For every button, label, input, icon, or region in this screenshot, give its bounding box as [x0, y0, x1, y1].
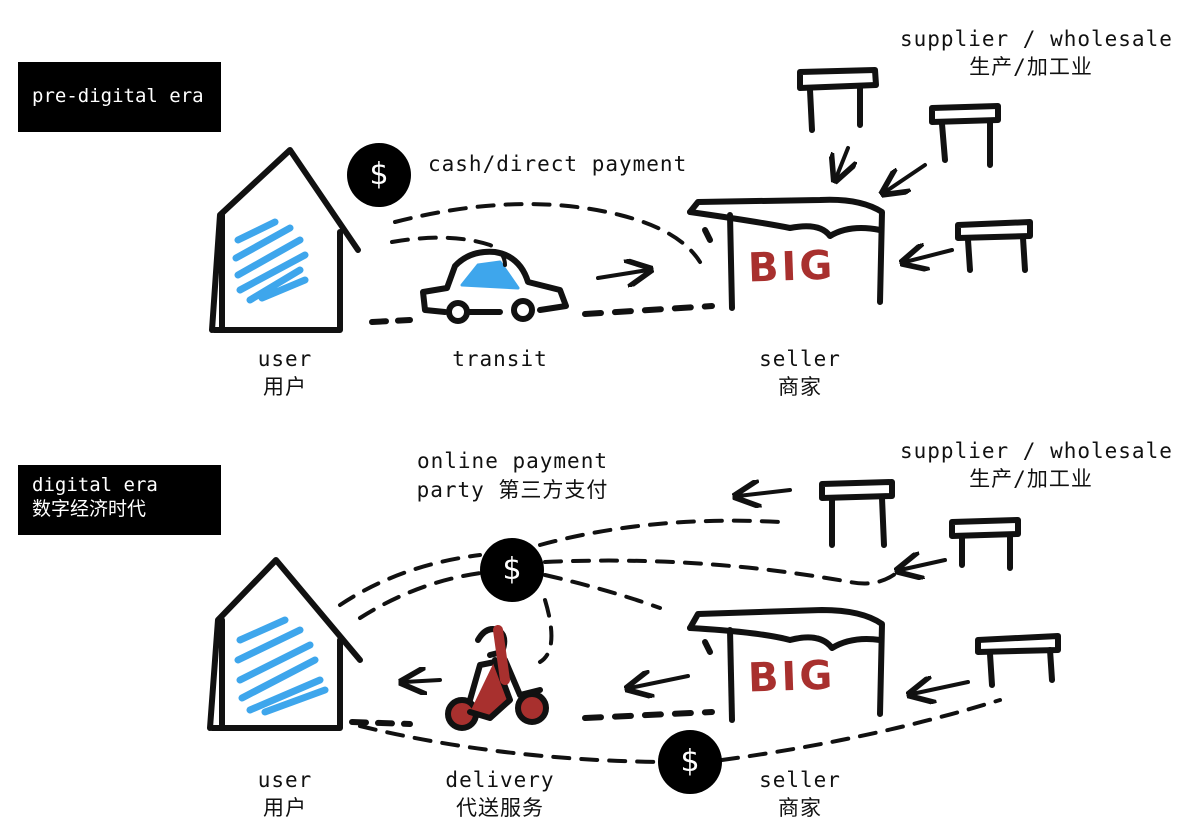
- arrow-icon-supplier-bottom-3: [912, 682, 970, 694]
- table-icon-top-1: [797, 67, 879, 133]
- delivery-route-dashes-right: [582, 709, 715, 721]
- arrow-icon-seller-delivery: [630, 676, 690, 688]
- arrow-icon-supplier-bottom-1: [738, 490, 792, 496]
- pre-digital-era-text: pre-digital era: [32, 85, 204, 107]
- digital-era-text-en: digital era: [32, 474, 158, 496]
- dollar-coin-icon-seller: $: [658, 730, 722, 794]
- payment-arc-user-2: [358, 570, 490, 620]
- table-icon-top-3: [955, 219, 1033, 273]
- arrow-icon-top-seller: [596, 270, 648, 278]
- transit-route-dashes-right: [582, 303, 715, 317]
- transit-label: transit: [452, 347, 548, 371]
- store-sign-top: BIG: [747, 242, 836, 292]
- supplier-label-top-zh: 生产/加工业: [969, 55, 1093, 79]
- payment-arc-user: [338, 553, 482, 607]
- table-icon-top-2: [929, 103, 1001, 168]
- delivery-route-dashes: [349, 719, 413, 727]
- payment-party-label-2: party 第三方支付: [416, 478, 609, 502]
- pre-digital-era-label: pre-digital era: [18, 62, 221, 132]
- seller-label-top-zh: 商家: [778, 375, 822, 399]
- store-icon-bottom: [687, 607, 885, 723]
- user-label-bottom-en: user: [257, 768, 313, 792]
- table-icon-bottom-3: [975, 633, 1061, 688]
- transit-arc-top: [390, 235, 507, 267]
- seller-label-bottom-en: seller: [759, 768, 841, 792]
- table-icon-bottom-2: [949, 517, 1021, 571]
- user-label-top-en: user: [257, 347, 313, 371]
- seller-label-bottom-zh: 商家: [778, 796, 822, 820]
- coin-symbol: $: [369, 157, 389, 192]
- payment-arc-seller: [543, 573, 662, 610]
- house-icon-bottom: [207, 557, 363, 731]
- arrow-icon-supplier-top-2: [885, 163, 927, 192]
- delivery-label-zh: 代送服务: [456, 796, 544, 820]
- car-icon: [420, 248, 569, 324]
- arrow-icon-supplier-bottom-2: [900, 560, 947, 570]
- seller-label-top-en: seller: [759, 347, 841, 371]
- payment-arc-rider: [538, 598, 554, 664]
- digital-era-label: digital era 数字经济时代: [18, 465, 221, 535]
- delivery-label-en: delivery: [445, 768, 555, 792]
- store-icon-top: [687, 196, 885, 311]
- transit-route-dashes: [369, 317, 413, 325]
- coin-symbol: $: [680, 744, 700, 779]
- arrow-icon-supplier-top-1: [836, 146, 848, 178]
- dollar-coin-icon-payment-party: $: [480, 538, 544, 602]
- payment-party-label-1: online payment: [416, 449, 608, 473]
- seller-payment-arc: [720, 698, 1002, 762]
- payment-arc-supplier-2: [543, 558, 902, 586]
- coin-symbol: $: [502, 552, 522, 587]
- house-icon: [209, 147, 361, 333]
- payment-arc-supplier: [538, 518, 782, 547]
- scooter-rider-icon: [445, 625, 549, 731]
- payment-label-top: cash/direct payment: [428, 152, 688, 176]
- table-icon-bottom-1: [819, 479, 895, 548]
- delivery-payment-arc: [358, 724, 662, 764]
- supplier-label-bottom-zh: 生产/加工业: [969, 467, 1093, 491]
- store-sign-bottom: BIG: [747, 652, 836, 702]
- supplier-label-top-en: supplier / wholesale: [900, 27, 1173, 51]
- supplier-label-bottom-en: supplier / wholesale: [900, 439, 1173, 463]
- payment-arc-top: [393, 202, 702, 264]
- arrow-icon-delivery-user: [404, 680, 442, 682]
- user-label-bottom-zh: 用户: [263, 796, 307, 820]
- arrow-icon-supplier-top-3: [905, 250, 954, 262]
- user-label-top-zh: 用户: [263, 375, 307, 399]
- dollar-coin-icon-top: $: [347, 143, 411, 207]
- digital-era-text-zh: 数字经济时代: [32, 498, 147, 520]
